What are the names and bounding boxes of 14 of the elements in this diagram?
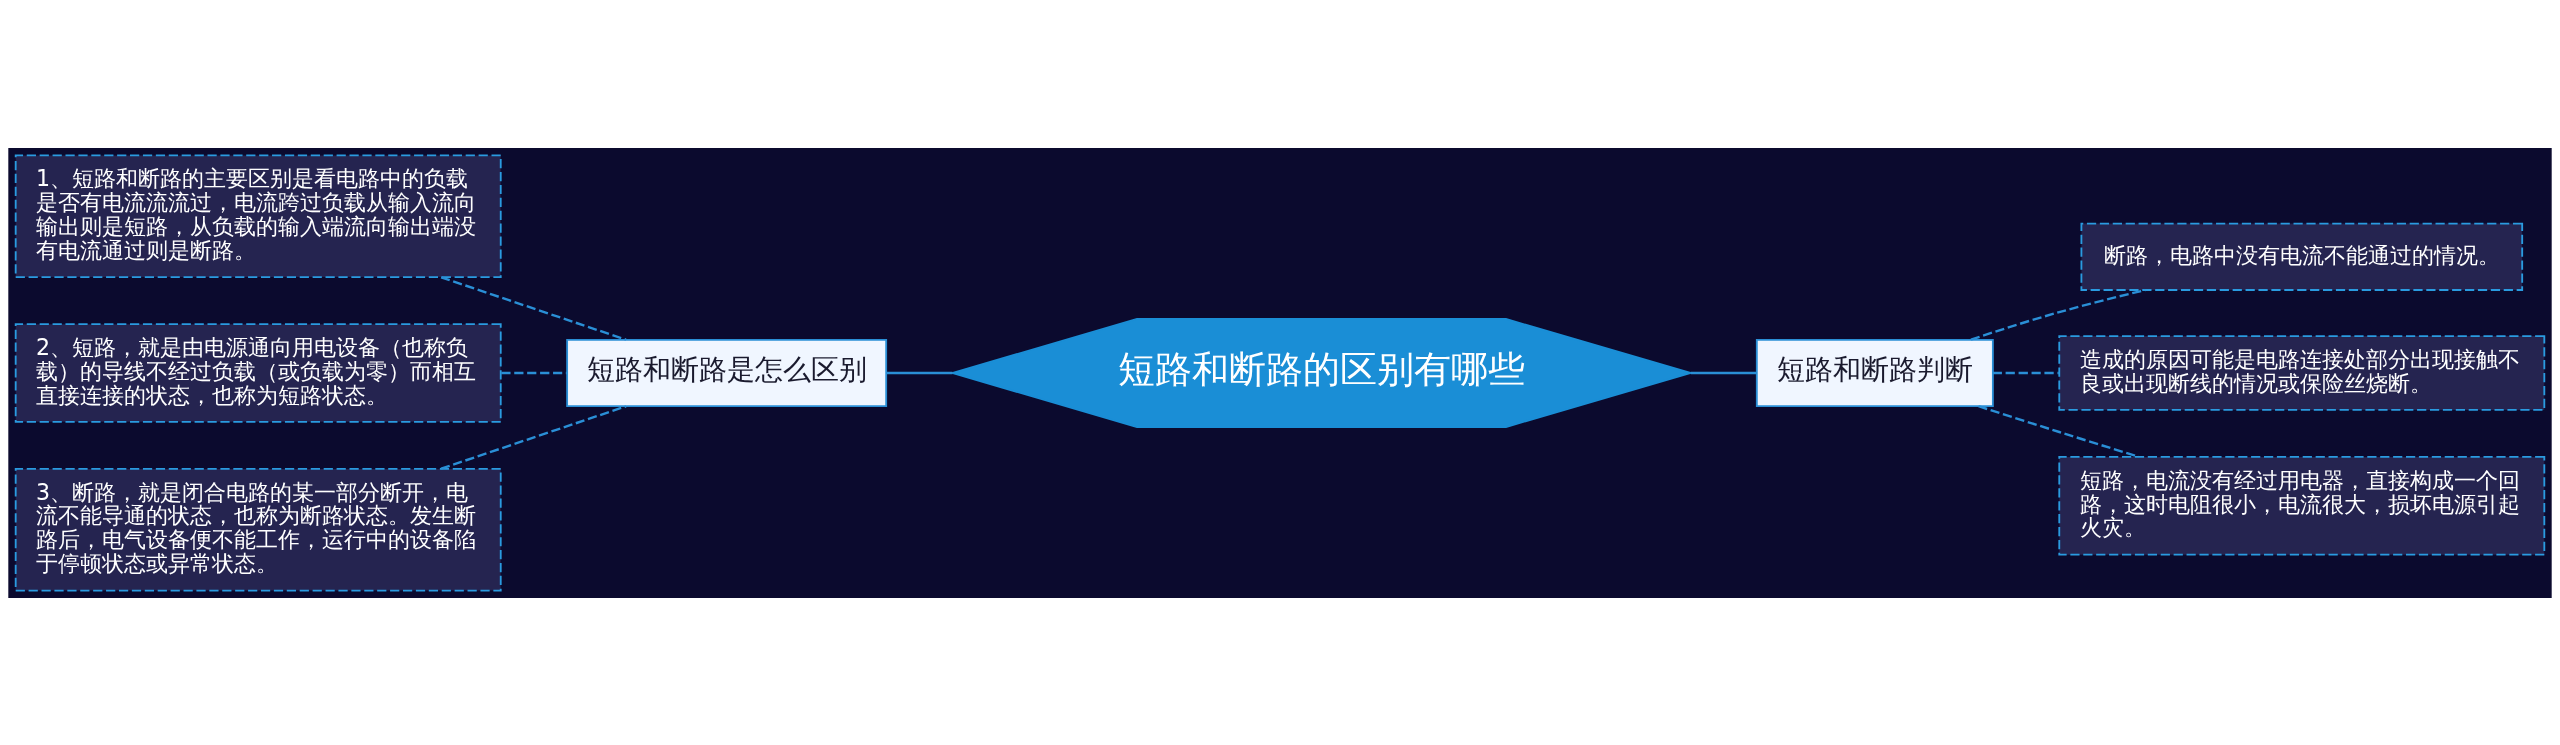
connector <box>886 371 953 374</box>
connector <box>1690 371 1757 374</box>
node-box: 2、短路，就是由电源通向用电设备（也称负载）的导线不经过负载（或负载为零）而相互直接连接的状态，也称为短路状态。 <box>14 322 502 423</box>
connector <box>440 404 627 470</box>
node-box: 短路和断路判断 <box>1755 338 1994 407</box>
node-box: 1、短路和断路的主要区别是看电路中的负载是否有电流流流过，电流跨过负载从输入流向输出则是短路，从负载的输入端流向输出端没有电流通过则是断路。 <box>14 153 502 278</box>
node-box: 造成的原因可能是电路连接处部分出现接触不良或出现断线的情况或保险丝烧断。 <box>2058 334 2546 411</box>
connector <box>440 275 627 341</box>
connector <box>501 371 568 374</box>
node-box: 断路，电路中没有电流不能通过的情况。 <box>2080 222 2524 291</box>
connector <box>1992 371 2059 374</box>
node-box: 短路和断路是怎么区别 <box>566 338 888 407</box>
node-box: 短路，电流没有经过用电器，直接构成一个回路，这时电阻很小，电流很大，损坏电源引起火灾。 <box>2058 455 2546 556</box>
node-box: 3、断路，就是闭合电路的某一部分断开，电流不能导通的状态，也称为断路状态。发生断路后，电气设备便不能工作，运行中的设备陷于停顿状态或异常状态。 <box>14 467 502 592</box>
